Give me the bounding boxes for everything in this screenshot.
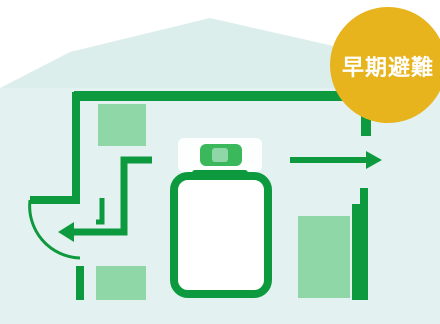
badge-circle	[330, 7, 440, 123]
arrow-left-icon	[58, 222, 74, 242]
furniture-bottom-left	[96, 266, 146, 300]
bed	[170, 172, 272, 298]
arrow-right-head	[366, 151, 382, 169]
badge-label: 早期避難	[341, 56, 434, 81]
furniture-right	[298, 216, 350, 298]
bed-top-bar	[192, 170, 248, 180]
furniture-top-left	[98, 104, 146, 146]
person-in-bed-icon	[200, 144, 242, 166]
evacuation-route	[70, 156, 152, 236]
door-swing	[28, 199, 81, 260]
pillow-inner	[212, 148, 228, 162]
wall-right-segment	[360, 188, 368, 300]
evacuation-route-inner	[96, 198, 105, 225]
furniture-right-edge	[352, 204, 360, 300]
left-wall	[30, 92, 80, 204]
